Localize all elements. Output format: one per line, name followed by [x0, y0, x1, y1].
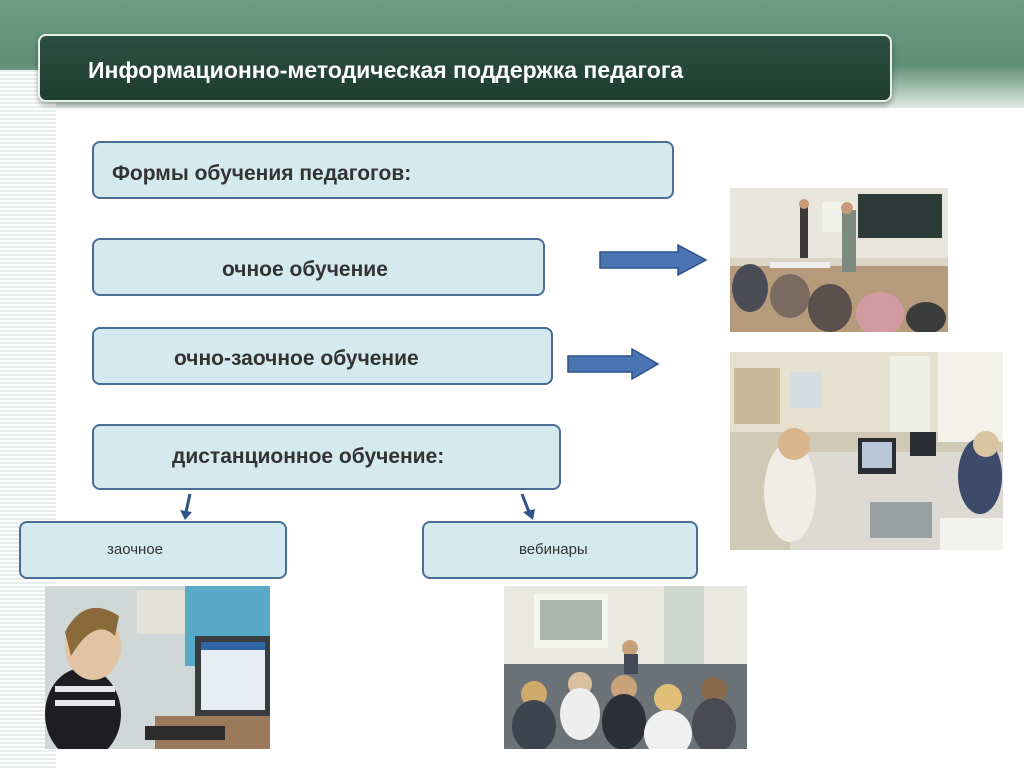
form-label-fulltime: очное обучение	[222, 258, 388, 281]
heading-box: Формы обучения педагогов:	[92, 141, 674, 199]
form-label-mixed: очно-заочное обучение	[174, 347, 419, 370]
arrow-down-icon	[180, 493, 192, 520]
distance-type-webinars: вебинары	[422, 521, 698, 579]
student-computer-photo	[45, 586, 270, 749]
form-box-distance: дистанционное обучение:	[92, 424, 561, 490]
slide-title: Информационно-методическая поддержка пед…	[88, 57, 684, 83]
distance-type-correspondence: заочное	[19, 521, 287, 579]
webinar-audience-photo	[504, 586, 747, 749]
form-label-distance: дистанционное обучение:	[172, 445, 445, 468]
heading-text: Формы обучения педагогов:	[112, 162, 412, 185]
form-box-mixed: очно-заочное обучение	[92, 327, 553, 385]
arrow-right-icon	[567, 347, 660, 381]
title-bar: Информационно-методическая поддержка пед…	[38, 34, 892, 102]
classroom-photo	[730, 188, 948, 332]
distance-type-label-correspondence: заочное	[107, 541, 164, 558]
distance-type-label-webinars: вебинары	[519, 541, 588, 558]
form-box-fulltime: очное обучение	[92, 238, 545, 296]
arrow-right-icon	[599, 243, 708, 277]
computer-lab-photo	[730, 352, 1003, 550]
arrow-down-icon	[520, 493, 535, 520]
